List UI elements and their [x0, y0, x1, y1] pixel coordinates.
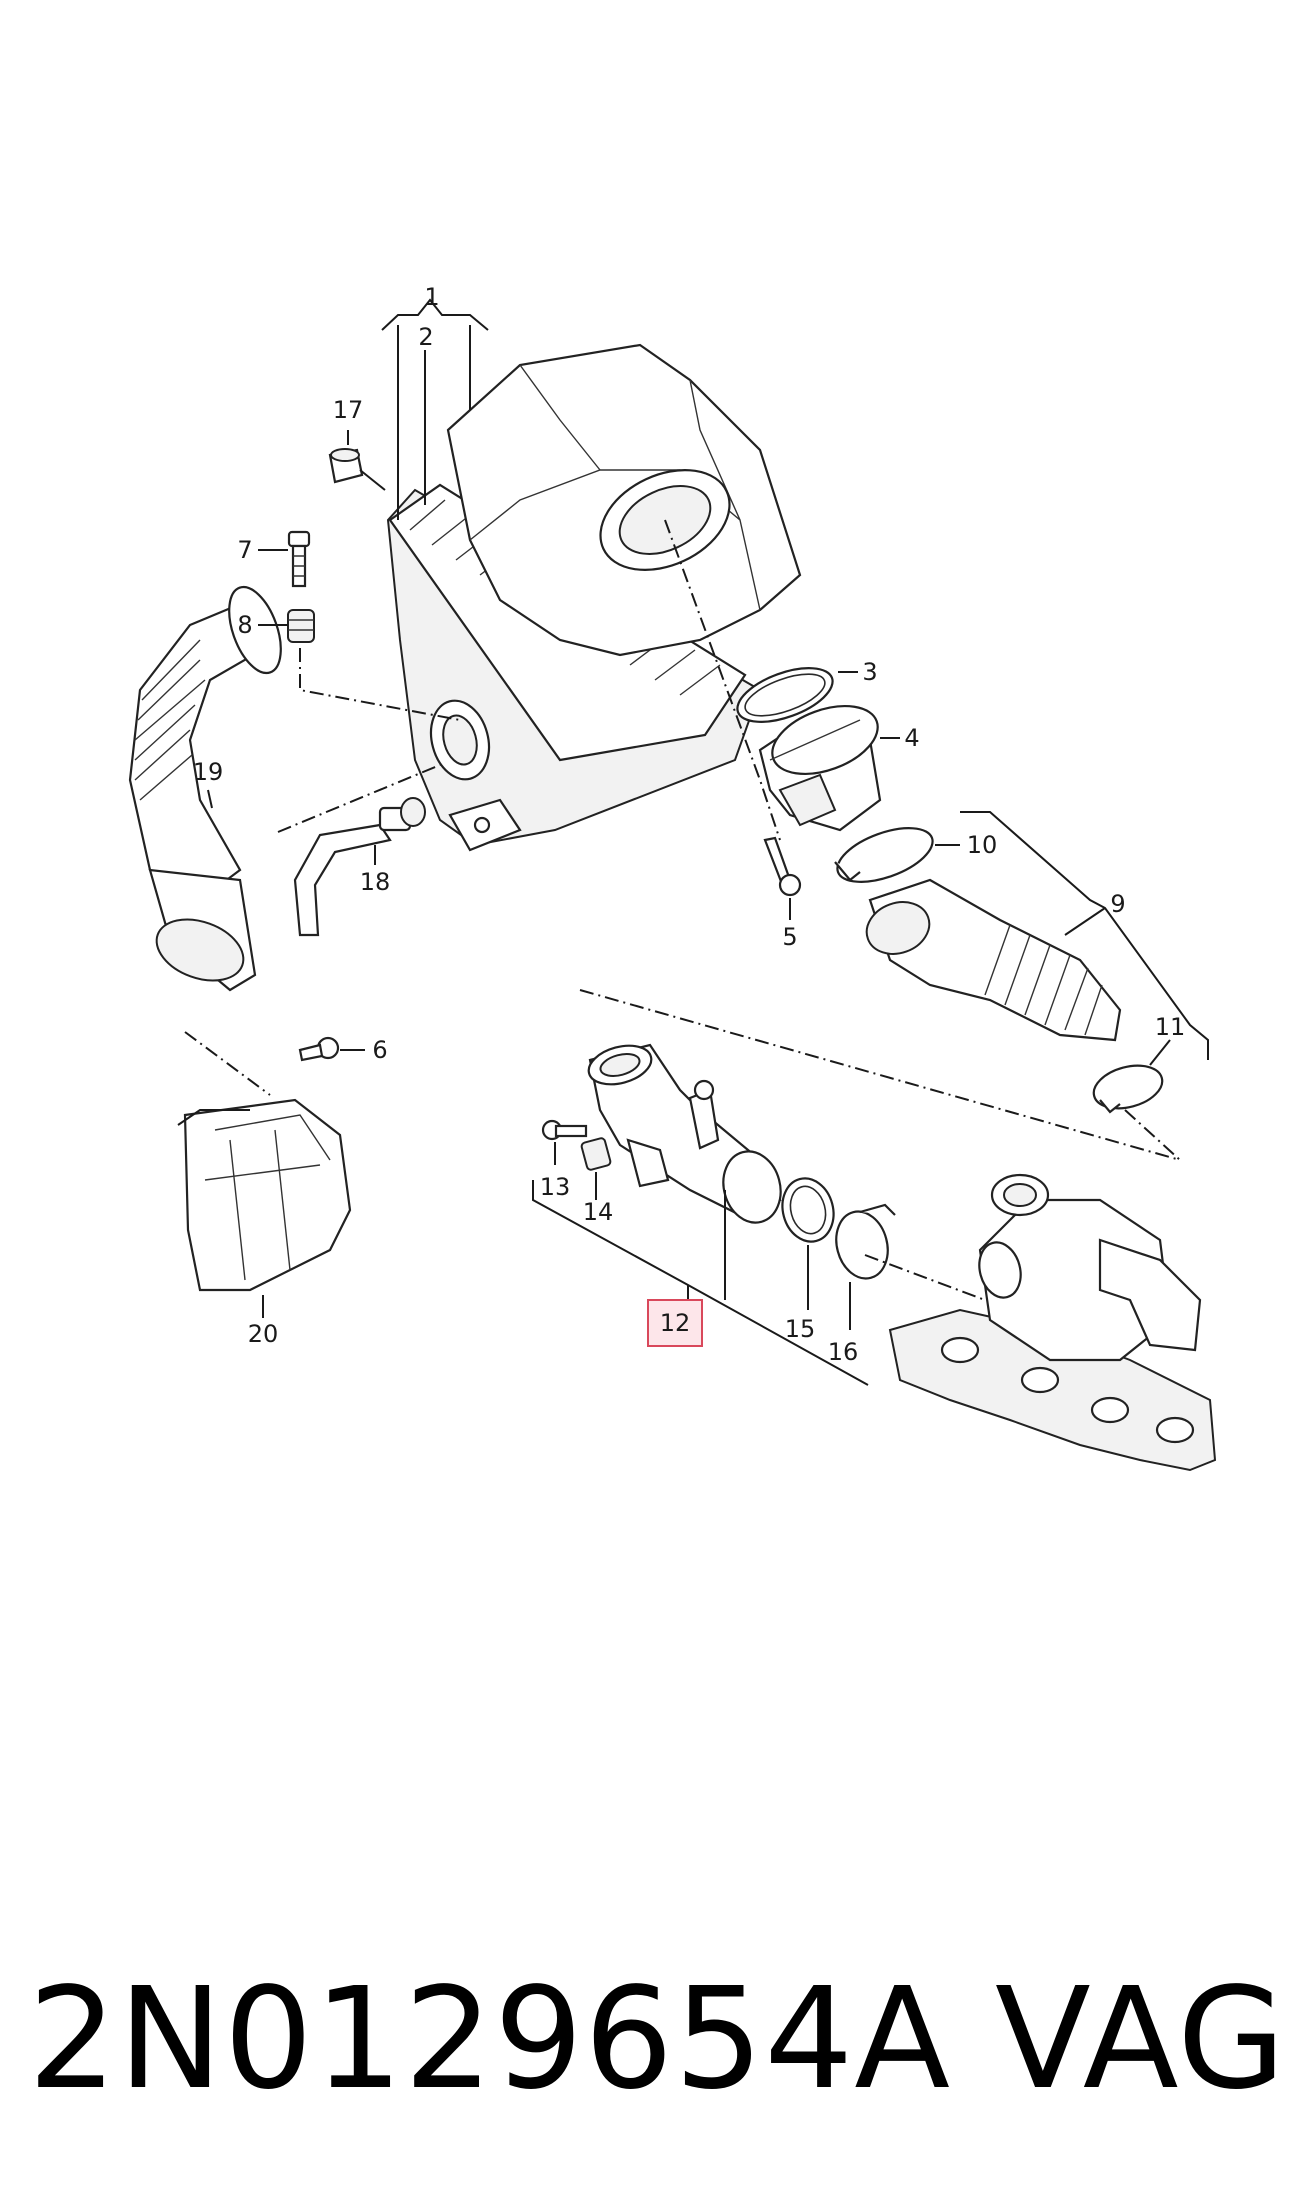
- callout-3: 3: [862, 658, 877, 686]
- callout-12: 12: [660, 1309, 691, 1337]
- o-ring-3: [736, 667, 834, 723]
- callout-10: 10: [967, 831, 998, 859]
- callout-18: 18: [360, 868, 391, 896]
- callout-17: 17: [333, 396, 364, 424]
- intake-duct-19: [128, 585, 282, 992]
- bolt-6: [298, 1036, 340, 1062]
- part-number: 2N0129654A: [28, 1958, 952, 2121]
- callout-13: 13: [540, 1173, 571, 1201]
- callout-19: 19: [193, 758, 224, 786]
- callout-12-highlight: [647, 1299, 703, 1347]
- nut-14: [580, 1137, 612, 1171]
- screw-5: [763, 836, 802, 897]
- leader-lines: [177, 298, 1209, 1386]
- callout-14: 14: [583, 1198, 614, 1226]
- bolt-13: [541, 1119, 588, 1141]
- callout-9: 9: [1110, 890, 1125, 918]
- hose-clamp-16: [835, 1203, 896, 1280]
- callout-8: 8: [237, 611, 252, 639]
- callout-5: 5: [782, 923, 797, 951]
- air-filter-housing: [386, 343, 802, 852]
- air-mass-meter-4: [758, 705, 882, 832]
- hose-clamp-11: [1092, 1064, 1164, 1114]
- breather-hose-18: [293, 797, 426, 937]
- callout-2: 2: [418, 323, 433, 351]
- footer: 2N0129654A VAG: [0, 1950, 1300, 2150]
- callout-7: 7: [237, 536, 252, 564]
- hose-clamp-10: [834, 827, 934, 883]
- exploded-parts-diagram: 1 2 3 4 5 6 7 8 9 10 11 12 13 14 15 16 1…: [128, 283, 1217, 1472]
- callout-11: 11: [1155, 1013, 1186, 1041]
- grommet-17: [328, 448, 364, 484]
- brand-name: VAG: [995, 1958, 1287, 2121]
- callout-15: 15: [785, 1315, 816, 1343]
- turbocharger-manifold: [888, 1173, 1217, 1472]
- air-hose-9: [865, 878, 1122, 1042]
- callout-labels: 1 2 3 4 5 6 7 8 9 10 11 12 13 14 15 16 1…: [193, 283, 1186, 1366]
- callout-4: 4: [904, 724, 919, 752]
- seal-15: [781, 1177, 835, 1243]
- callout-1: 1: [424, 283, 439, 311]
- pressure-pipe-12: [587, 1043, 782, 1224]
- callout-6: 6: [372, 1036, 387, 1064]
- callout-16: 16: [828, 1338, 859, 1366]
- callout-20: 20: [248, 1320, 279, 1348]
- bolt-7: [287, 530, 311, 588]
- cover-20: [183, 1098, 352, 1292]
- rubber-mount-8: [287, 609, 315, 643]
